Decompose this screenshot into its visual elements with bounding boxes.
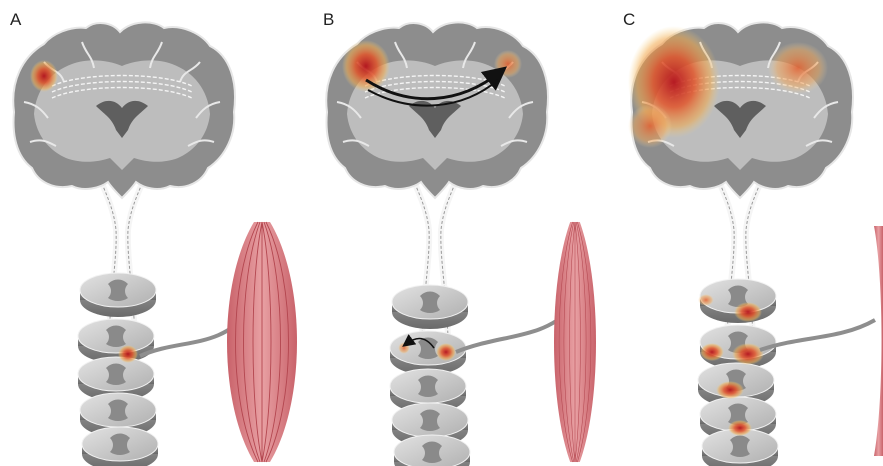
motor-nerve <box>760 320 875 350</box>
cortex-activation <box>30 60 58 92</box>
spinal-activation-4 <box>716 381 744 399</box>
spinal-activation <box>436 343 456 361</box>
brain-cross-section <box>13 22 235 198</box>
panel-b <box>326 22 596 466</box>
spinal-activation-3 <box>700 343 724 361</box>
muscle <box>227 222 297 462</box>
spinal-cord <box>390 285 470 466</box>
cortex-activation-left <box>342 40 390 92</box>
spinal-activation-1 <box>734 302 762 322</box>
spinal-activation-5 <box>728 420 752 436</box>
cortex-activation-lower <box>628 104 672 148</box>
spinal-activation <box>118 345 138 363</box>
panel-a <box>13 22 297 466</box>
spinal-cord <box>78 273 158 466</box>
panel-c <box>628 22 883 466</box>
cortex-activation-right <box>768 42 828 94</box>
spinal-activation-secondary <box>398 342 410 354</box>
motor-nerve <box>456 310 570 352</box>
muscle <box>554 222 596 462</box>
muscle <box>874 226 883 456</box>
spinal-activation-6 <box>698 294 714 306</box>
spinal-activation-2 <box>732 343 764 365</box>
